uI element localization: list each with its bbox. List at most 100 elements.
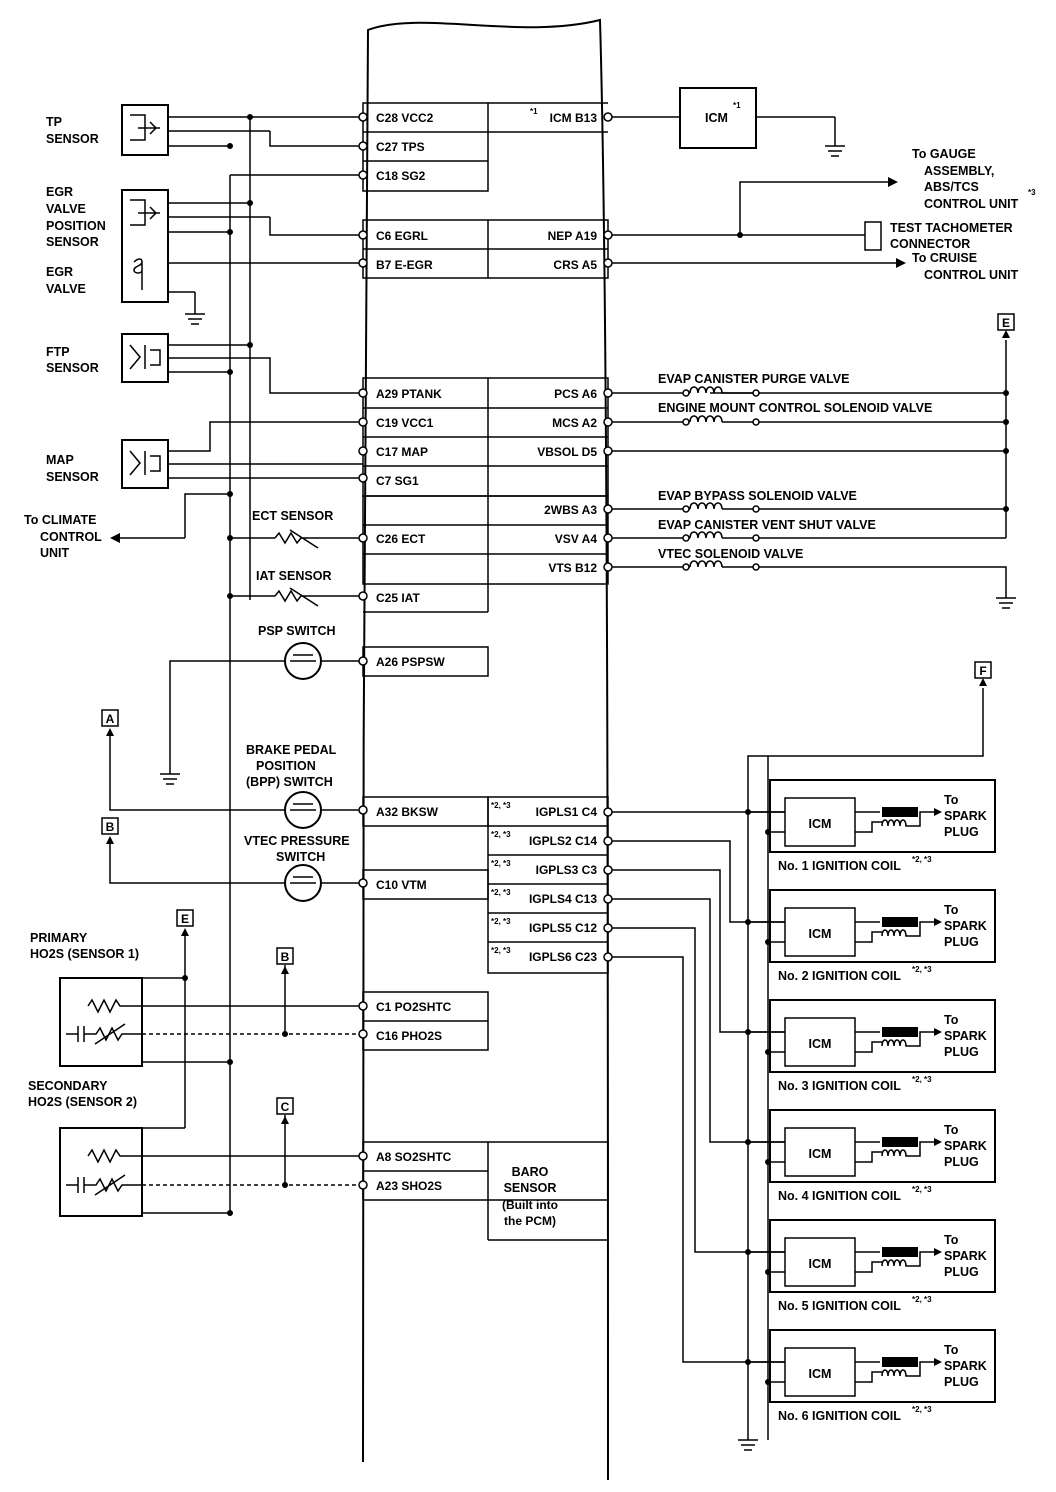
svg-text:POSITION: POSITION <box>46 219 106 233</box>
pin-c4-sup: *2, *3 <box>491 801 511 810</box>
pin-a5-label: CRS A5 <box>553 258 597 272</box>
pin-c18-label: C18 SG2 <box>376 169 426 183</box>
right-labels: ICM *1 To GAUGE ASSEMBLY, ABS/TCS CONTRO… <box>658 101 1036 679</box>
pin-c12-label: IGPLS5 C12 <box>529 921 597 935</box>
vtec-pressure-switch-label: VTEC PRESSURE <box>244 834 350 848</box>
coil-spark-plug-label: SPARK <box>944 1359 987 1373</box>
svg-text:HO2S (SENSOR 1): HO2S (SENSOR 1) <box>30 947 139 961</box>
coil-icm-label: ICM <box>809 817 832 831</box>
pin-a3-label: 2WBS A3 <box>544 503 597 517</box>
coil-spark-plug-label: To <box>944 1123 959 1137</box>
iat-sensor-label: IAT SENSOR <box>256 569 331 583</box>
ftp-sensor-label: FTP <box>46 345 70 359</box>
psp-switch-label: PSP SWITCH <box>258 624 336 638</box>
pcm-left-pin-circles <box>358 112 368 1190</box>
egr-position-label: EGR <box>46 185 73 199</box>
evap-vent-label: EVAP CANISTER VENT SHUT VALVE <box>658 518 876 532</box>
svg-text:ASSEMBLY,: ASSEMBLY, <box>924 164 994 178</box>
coil-spark-plug-label: PLUG <box>944 1045 979 1059</box>
coil-spark-plug-label: To <box>944 1013 959 1027</box>
pcm-left-pin-labels: C28 VCC2 C27 TPS C18 SG2 C6 EGRL B7 E-EG… <box>376 111 452 1193</box>
pin-d5-label: VBSOL D5 <box>537 445 597 459</box>
pin-c23-sup: *2, *3 <box>491 946 511 955</box>
coil-spark-plug-label: PLUG <box>944 935 979 949</box>
climate-control-label: To CLIMATE <box>24 513 96 527</box>
left-wiring <box>59 104 363 1217</box>
tachometer-connector-label: TEST TACHOMETER <box>890 221 1013 235</box>
coil-name-label: No. 4 IGNITION COIL <box>778 1189 901 1203</box>
tp-sensor-label: TP <box>46 115 62 129</box>
connector-e-label-left: E <box>181 912 189 926</box>
coil-spark-plug-label: To <box>944 1233 959 1247</box>
coil-spark-plug-label: SPARK <box>944 919 987 933</box>
coil-spark-plug-label: PLUG <box>944 825 979 839</box>
pin-a26-label: A26 PSPSW <box>376 655 445 669</box>
pin-b7-label: B7 E-EGR <box>376 258 433 272</box>
map-sensor-label: MAP <box>46 453 74 467</box>
pin-a4-label: VSV A4 <box>555 532 598 546</box>
coil-spark-plug-label: SPARK <box>944 1139 987 1153</box>
svg-text:CONTROL UNIT: CONTROL UNIT <box>924 197 1019 211</box>
pin-c23-label: IGPLS6 C23 <box>529 950 597 964</box>
coil-spark-plug-label: SPARK <box>944 1029 987 1043</box>
pcm-body <box>362 18 609 1481</box>
connector-b-label: B <box>106 820 115 834</box>
pin-a8-label: A8 SO2SHTC <box>376 1150 452 1164</box>
coil-icm-label: ICM <box>809 927 832 941</box>
svg-text:SENSOR: SENSOR <box>46 235 99 249</box>
coil-icm-label: ICM <box>809 1037 832 1051</box>
pin-c14-label: IGPLS2 C14 <box>529 834 597 848</box>
svg-text:*1: *1 <box>733 101 741 110</box>
coil-spark-plug-label: PLUG <box>944 1155 979 1169</box>
coil-name-label: No. 1 IGNITION COIL <box>778 859 901 873</box>
coil-spark-plug-label: To <box>944 1343 959 1357</box>
pin-c1-label: C1 PO2SHTC <box>376 1000 452 1014</box>
egr-valve-label: EGR <box>46 265 73 279</box>
pin-c3-sup: *2, *3 <box>491 859 511 868</box>
svg-text:SWITCH: SWITCH <box>276 850 325 864</box>
baro-sensor: BARO SENSOR (Built into the PCM) <box>502 1165 558 1228</box>
svg-text:SENSOR: SENSOR <box>46 132 99 146</box>
coil-spark-plug-label: To <box>944 793 959 807</box>
pin-a32-label: A32 BKSW <box>376 805 439 819</box>
engine-mount-label: ENGINE MOUNT CONTROL SOLENOID VALVE <box>658 401 932 415</box>
icm-label: ICM <box>705 111 728 125</box>
pin-c10-label: C10 VTM <box>376 878 427 892</box>
pin-b13-label: ICM B13 <box>550 111 598 125</box>
coil-icm-label: ICM <box>809 1257 832 1271</box>
pin-c19-label: C19 VCC1 <box>376 416 434 430</box>
pin-b13-sup: *1 <box>530 107 538 116</box>
pin-c25-label: C25 IAT <box>376 591 420 605</box>
pcm-right-pin-labels: *1 ICM B13 NEP A19 CRS A5 PCS A6 MCS A2 … <box>491 107 597 964</box>
pin-c6-label: C6 EGRL <box>376 229 428 243</box>
svg-text:CONNECTOR: CONNECTOR <box>890 237 970 251</box>
secondary-ho2s-label: SECONDARY <box>28 1079 108 1093</box>
gauge-label: To GAUGE <box>912 147 976 161</box>
pin-c26-label: C26 ECT <box>376 532 426 546</box>
pin-c4-label: IGPLS1 C4 <box>536 805 598 819</box>
svg-text:VALVE: VALVE <box>46 282 86 296</box>
coil-spark-plug-label: To <box>944 903 959 917</box>
svg-text:CONTROL UNIT: CONTROL UNIT <box>924 268 1019 282</box>
pin-c14-sup: *2, *3 <box>491 830 511 839</box>
connector-f-label: F <box>979 664 986 678</box>
svg-text:(Built into: (Built into <box>502 1198 558 1212</box>
coil-spark-plug-label: SPARK <box>944 1249 987 1263</box>
svg-text:SENSOR: SENSOR <box>46 361 99 375</box>
pin-c27-label: C27 TPS <box>376 140 425 154</box>
coil-name-label: No. 3 IGNITION COIL <box>778 1079 901 1093</box>
coil-sup-label: *2, *3 <box>912 1405 932 1414</box>
connector-e-label-right: E <box>1002 316 1010 330</box>
pin-a2-label: MCS A2 <box>552 416 597 430</box>
pin-c7-label: C7 SG1 <box>376 474 419 488</box>
primary-ho2s-label: PRIMARY <box>30 931 88 945</box>
svg-text:SENSOR: SENSOR <box>46 470 99 484</box>
coil-sup-label: *2, *3 <box>912 1185 932 1194</box>
pin-a19-label: NEP A19 <box>548 229 598 243</box>
